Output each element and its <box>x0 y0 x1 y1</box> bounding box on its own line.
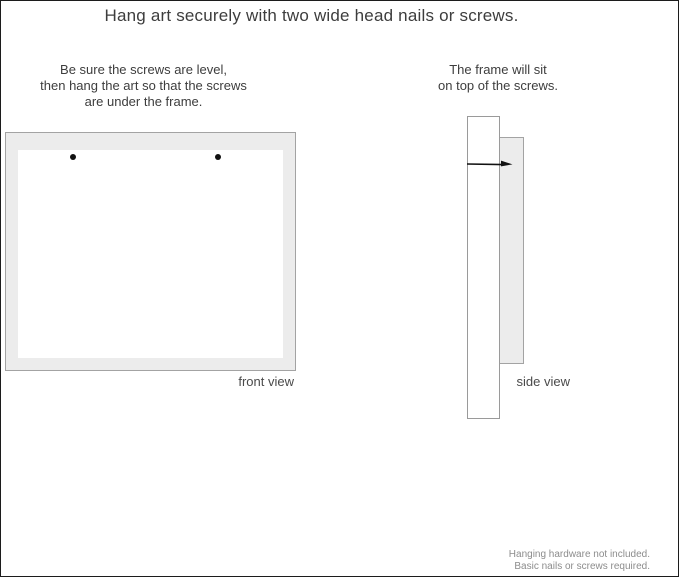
front-view-instruction: Be sure the screws are level, then hang … <box>1 62 286 110</box>
side-view-label: side view <box>516 374 570 389</box>
nail-icon <box>466 160 513 167</box>
side-view-instruction: The frame will sit on top of the screws. <box>418 62 578 94</box>
instruction-line: then hang the art so that the screws <box>40 78 247 93</box>
screw-dot-icon <box>70 154 76 160</box>
front-view-art-area <box>18 150 283 358</box>
footer-line: Basic nails or screws required. <box>514 561 650 572</box>
side-view-wall-strip <box>467 116 500 419</box>
footer-line: Hanging hardware not included. <box>508 549 650 560</box>
footer-note: Hanging hardware not included. Basic nai… <box>509 549 650 573</box>
instruction-line: Be sure the screws are level, <box>60 62 227 77</box>
side-view-frame-profile <box>498 137 524 364</box>
instruction-line: on top of the screws. <box>438 78 558 93</box>
instruction-line: are under the frame. <box>84 94 203 109</box>
front-view-label: front view <box>238 374 294 389</box>
screw-dot-icon <box>215 154 221 160</box>
instruction-line: The frame will sit <box>449 62 547 77</box>
front-view-frame <box>5 132 296 371</box>
page-title: Hang art securely with two wide head nai… <box>104 6 519 25</box>
